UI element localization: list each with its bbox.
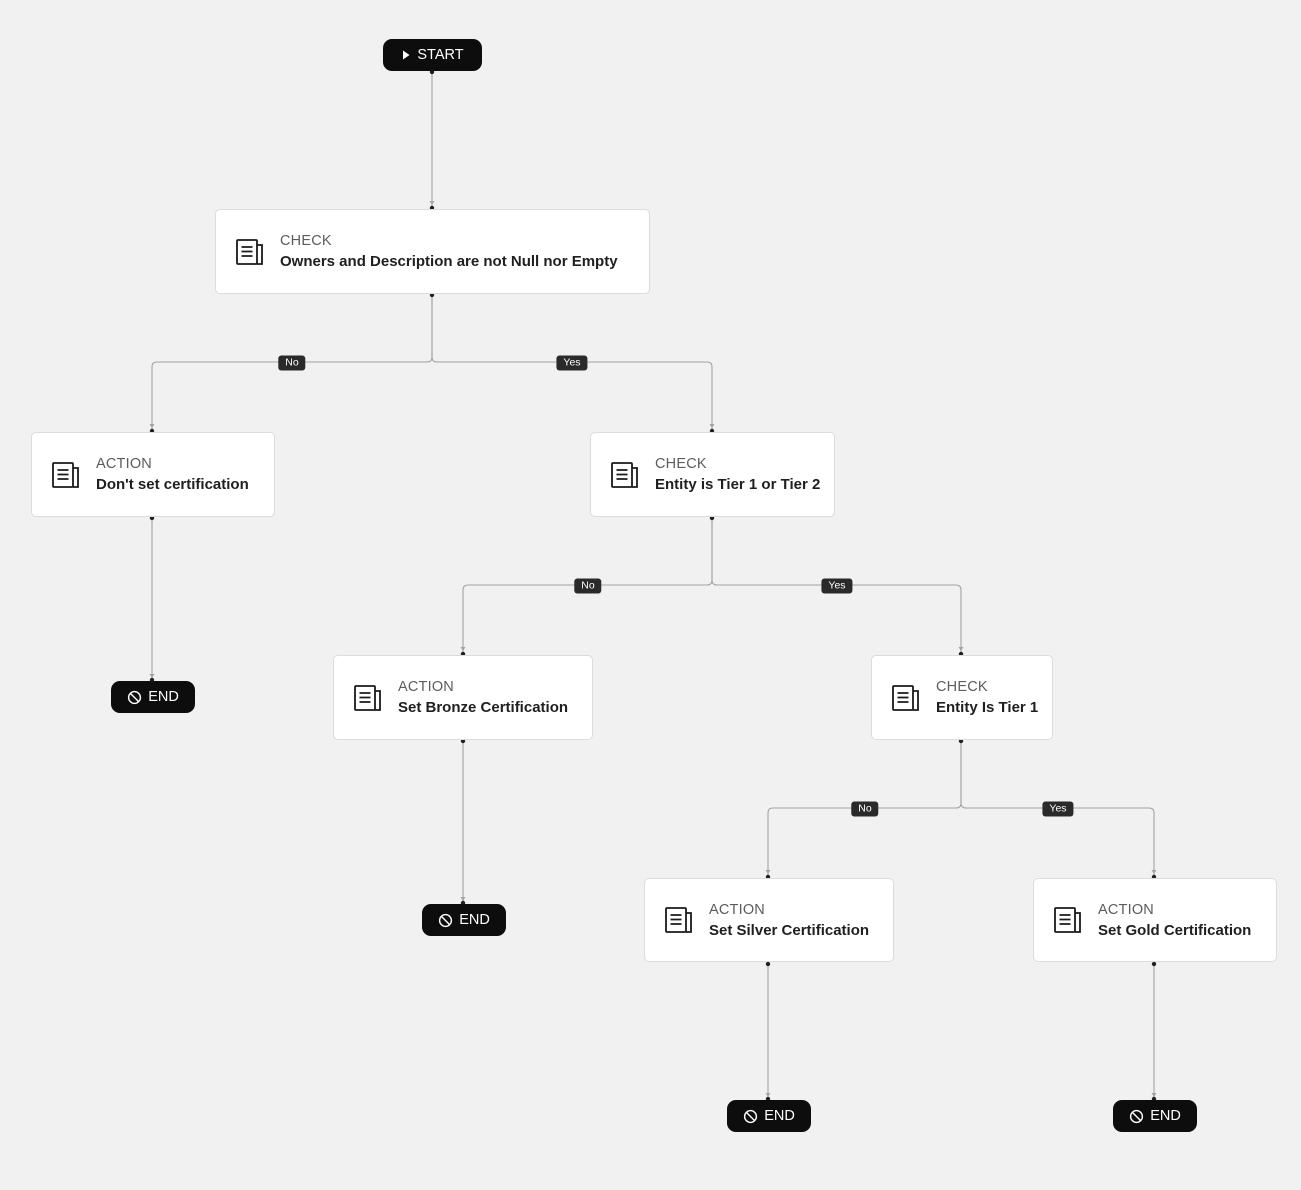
node-kind: CHECK	[280, 233, 332, 249]
edge-label-yes: Yes	[1042, 801, 1074, 817]
node-kind: ACTION	[1098, 901, 1154, 918]
check-node-owners-description[interactable]: CHECK Owners and Description are not Nul…	[215, 209, 650, 294]
end-node[interactable]: END	[1113, 1100, 1197, 1132]
node-title: Set Bronze Certification	[398, 699, 569, 716]
end-label: END	[1150, 1108, 1181, 1124]
play-icon	[403, 50, 410, 60]
node-kind: CHECK	[936, 679, 988, 695]
action-node-no-certification[interactable]: ACTION Don't set certification	[31, 432, 275, 517]
gold-out-port	[1151, 961, 1157, 967]
ban-icon	[1130, 1109, 1144, 1123]
node-title: Don't set certification	[96, 476, 249, 493]
start-node[interactable]: START	[383, 39, 482, 71]
node-kind: ACTION	[96, 456, 152, 472]
action-node-gold-certification[interactable]: ACTION Set Gold Certification	[1033, 878, 1277, 962]
edge-label-no: No	[278, 355, 306, 371]
document-icon	[611, 461, 638, 488]
check-node-tier-1-or-2[interactable]: CHECK Entity is Tier 1 or Tier 2	[590, 432, 835, 517]
node-title: Owners and Description are not Null nor …	[280, 253, 618, 270]
edge-label-yes: Yes	[556, 355, 588, 371]
end-label: END	[148, 689, 179, 705]
end-node[interactable]: END	[727, 1100, 811, 1132]
ban-icon	[744, 1109, 758, 1123]
document-icon	[52, 461, 79, 488]
node-title: Set Gold Certification	[1098, 921, 1252, 939]
ban-icon	[128, 690, 142, 704]
action-node-silver-certification[interactable]: ACTION Set Silver Certification	[644, 878, 894, 962]
node-kind: CHECK	[655, 456, 707, 472]
edge-label-no: No	[851, 801, 879, 817]
document-icon	[892, 684, 919, 711]
end-node[interactable]: END	[111, 681, 195, 713]
node-kind: ACTION	[398, 679, 454, 695]
node-title: Set Silver Certification	[709, 921, 870, 939]
edge-label-yes: Yes	[821, 578, 853, 594]
document-icon	[236, 238, 263, 265]
node-title: Entity Is Tier 1	[936, 699, 1039, 716]
document-icon	[354, 684, 381, 711]
ban-icon	[439, 913, 453, 927]
document-icon	[1054, 907, 1081, 933]
edge-label-no: No	[574, 578, 602, 594]
node-title: Entity is Tier 1 or Tier 2	[655, 476, 821, 493]
node-kind: ACTION	[709, 901, 765, 918]
end-label: END	[459, 912, 490, 928]
silver-out-port	[765, 961, 771, 967]
end-node[interactable]: END	[422, 904, 506, 936]
start-label: START	[417, 47, 464, 63]
check-node-tier-1[interactable]: CHECK Entity Is Tier 1	[871, 655, 1053, 740]
document-icon	[665, 907, 692, 933]
action-node-bronze-certification[interactable]: ACTION Set Bronze Certification	[333, 655, 593, 740]
end-label: END	[764, 1108, 795, 1124]
